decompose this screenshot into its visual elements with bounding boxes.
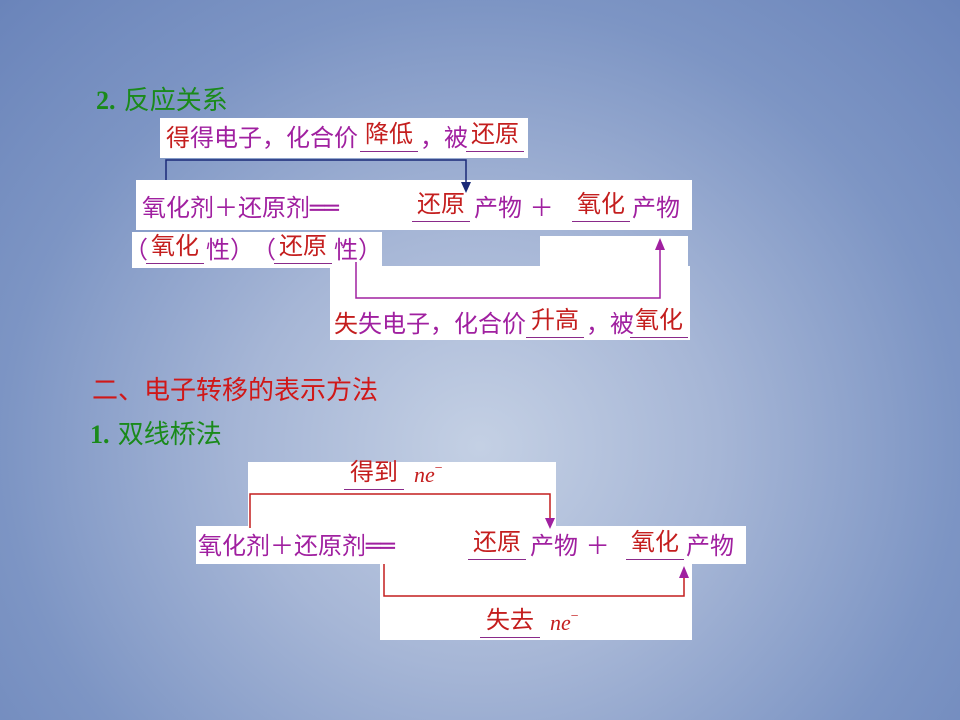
method-title: 双线桥法 [117, 420, 222, 450]
equation1-product2-blank: 氧化 [572, 190, 630, 222]
oxidant-property-open: （ [124, 236, 148, 264]
equation1-product2-tail: 产物 [632, 194, 680, 222]
method-number: 1 [90, 420, 103, 449]
lose-electron-count: ne− [550, 608, 579, 635]
diagram1-bottom-panel [330, 266, 690, 340]
section1-heading: 2. 反应关系 [96, 86, 228, 116]
oxidation-arrow [355, 248, 661, 299]
equation1-reactants: 氧化剂＋还原剂══ [142, 194, 339, 222]
section1-number: 2 [96, 86, 109, 115]
method-heading: 1. 双线桥法 [90, 420, 222, 450]
diagram2-bottom-panel [380, 562, 692, 640]
equation2-product2-blank: 氧化 [626, 528, 684, 560]
gain-bridge [249, 493, 551, 528]
oxidant-property-tail: 性） [206, 236, 254, 264]
oxidant-property-blank: 氧化 [146, 232, 204, 264]
equation2-product2-tail: 产物 [686, 532, 734, 560]
gain-electrons-label: 得到 [344, 458, 404, 490]
reduction-label: 得得电子，化合价 [166, 124, 358, 152]
reductant-property-open: （ [252, 236, 276, 264]
oxidized-answer: 氧化 [630, 306, 688, 338]
gain-bridge-arrowhead [545, 518, 555, 529]
lose-bridge-arrowhead [679, 566, 689, 578]
oxidation-arrowhead [655, 238, 665, 250]
oxidation-label: 失失电子，化合价 [334, 310, 526, 338]
diagram2-equation-panel [196, 526, 746, 564]
oxidation-answer: 升高 [526, 306, 584, 338]
reduced-answer: 还原 [466, 120, 524, 152]
diagram1-property-panel [132, 232, 382, 268]
reduction-arrow [165, 159, 467, 184]
reductant-property-blank: 还原 [274, 232, 332, 264]
reductant-property-tail: 性） [334, 236, 382, 264]
equation2-reactants: 氧化剂＋还原剂══ [198, 532, 395, 560]
gain-electron-count: ne− [414, 460, 443, 487]
lose-electrons-label: 失去 [480, 606, 540, 638]
equation1-product1-blank: 还原 [412, 190, 470, 222]
equation1-product1-tail: 产物 ＋ [474, 194, 554, 222]
lose-char: 失 [334, 310, 358, 338]
reduction-passive-label: ，被 [420, 124, 468, 152]
reduction-answer: 降低 [360, 120, 418, 152]
reduction-arrowhead [461, 182, 471, 193]
section1-title: 反应关系 [123, 86, 228, 116]
diagram2-top-panel [248, 462, 556, 528]
section2-title: 二、电子转移的表示方法 [92, 376, 379, 406]
gain-char: 得 [166, 124, 190, 152]
lose-bridge [383, 564, 685, 597]
equation2-product1-tail: 产物 ＋ [530, 532, 610, 560]
oxidation-passive-label: ，被 [586, 310, 634, 338]
equation2-product1-blank: 还原 [468, 528, 526, 560]
